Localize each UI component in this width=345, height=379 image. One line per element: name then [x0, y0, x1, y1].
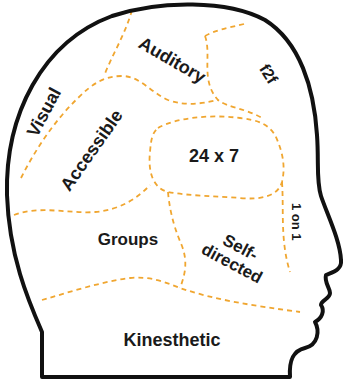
region-label: Auditory	[135, 33, 209, 86]
region-label: 1 on 1	[289, 203, 303, 241]
region-divider	[104, 10, 132, 76]
region-label: f2f	[256, 61, 281, 86]
region-label: Groups	[98, 231, 158, 249]
region-divider	[168, 192, 185, 288]
region-label: Kinesthetic	[123, 331, 220, 350]
region-divider	[14, 185, 150, 215]
region-label: Self- directed	[192, 221, 279, 290]
region-divider	[205, 24, 262, 118]
region-label: Accessible	[57, 106, 126, 194]
region-label: 24 x 7	[189, 147, 239, 166]
head-outline	[7, 4, 341, 377]
region-divider	[282, 182, 290, 272]
region-dividers	[14, 10, 300, 312]
region-divider	[150, 116, 284, 198]
